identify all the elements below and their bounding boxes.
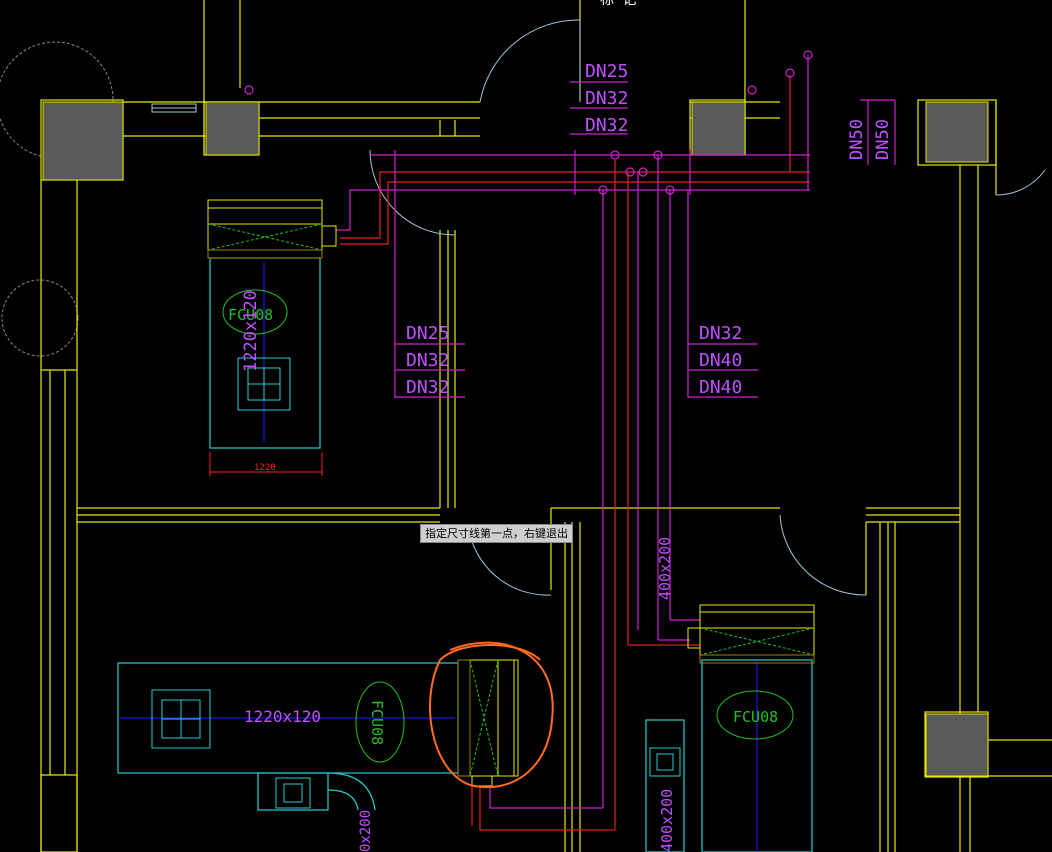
pipe-label-top-right: DN50 [873,119,893,160]
diffuser-top-left [237,357,291,411]
fcu-tag-top-left: FCU08 [228,306,273,324]
pipe-label-top-center: DN32 [585,88,628,109]
duct-size-top-left: 1220x120 [241,290,261,372]
fcu-tag-bottom-right: FCU08 [733,708,778,726]
water-pipes [336,55,896,809]
diffuser-small [275,747,681,809]
pipe-label-middle-right: DN40 [699,377,742,398]
pipe-label-top-center: DN32 [585,115,628,136]
window-top-left [151,103,197,113]
dimension-text-1220: 1220 [254,463,276,473]
drawing-title-fragment: 标 记 [600,0,636,8]
duct-size-bottom-left: 1220x120 [244,707,321,726]
fcu-tag-ellipses [222,289,794,763]
pipe-valve-markers [244,50,813,195]
supply-pipes [340,75,810,831]
fcu-bottom-right [687,604,815,664]
center-axes [120,262,758,852]
structural-columns [42,101,989,777]
pipe-label-middle-right: DN32 [699,323,742,344]
fcu-tag-bottom-left: FCU08 [368,700,386,745]
pipe-label-middle-left: DN25 [406,323,449,344]
duct-size-bottom-right: 400x200 [658,789,676,852]
command-tooltip: 指定尺寸线第一点，右键退出 [420,524,573,543]
fcu-top-left [207,199,337,259]
duct-size-bottom-left-branch: 0x200 [358,810,374,852]
pipe-label-top-right: DN50 [847,119,867,160]
pipe-label-top-center: DN25 [585,61,628,82]
pipe-label-middle-left: DN32 [406,377,449,398]
pipe-label-middle-left: DN32 [406,350,449,371]
diffuser-bottom-left [151,689,211,749]
duct-size-vertical-main: 400x200 [656,537,674,600]
markup-highlight-circle [429,641,554,789]
dimension-1220 [209,452,323,476]
fcu-bottom-left [457,659,519,787]
pipe-label-middle-right: DN40 [699,350,742,371]
